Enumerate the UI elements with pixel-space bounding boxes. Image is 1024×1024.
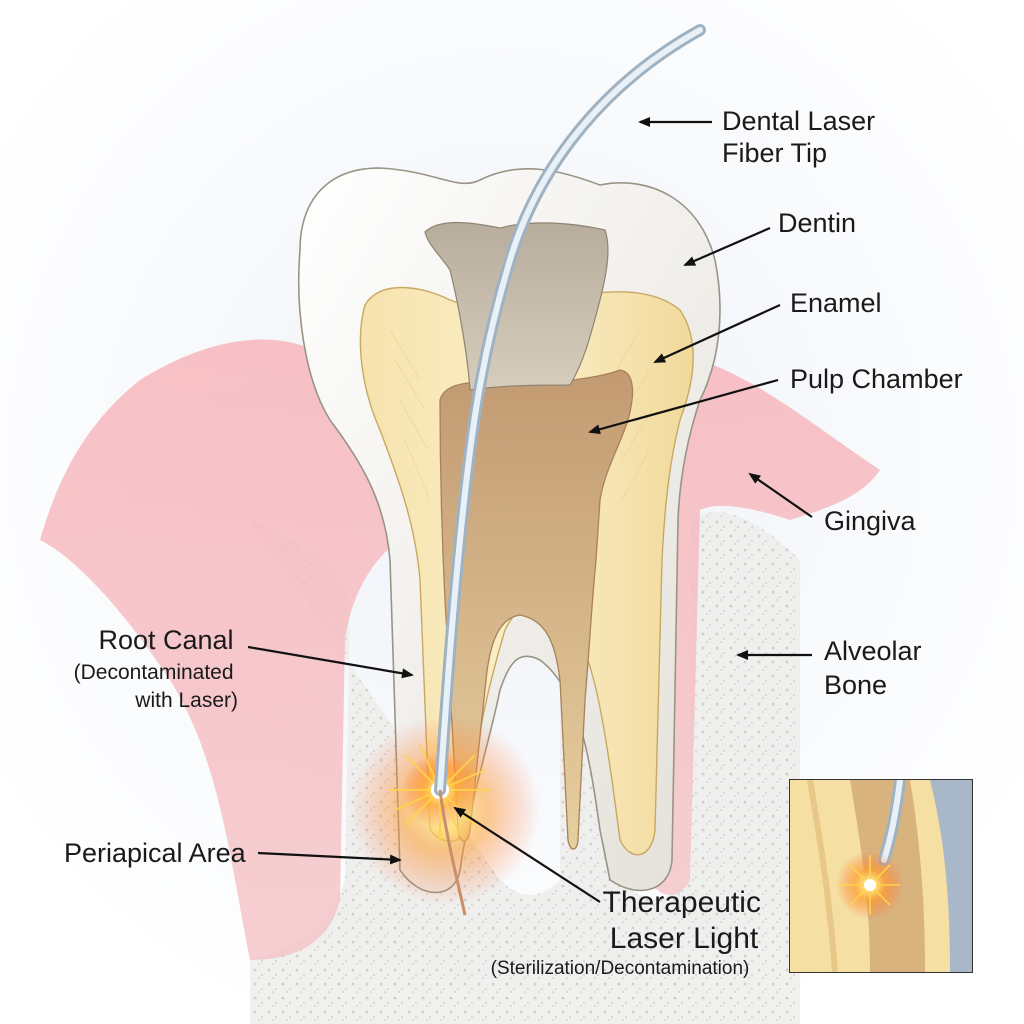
arrow-periapical: [257, 851, 402, 865]
label-enamel: Enamel: [790, 288, 882, 318]
laser-fiber-apex: [438, 789, 467, 916]
arrows: [247, 117, 813, 903]
gingiva-shape: [40, 339, 400, 960]
arrow-root-canal: [247, 645, 414, 679]
alveolar-bone-shape: [250, 512, 800, 1024]
label-laser-light-note: (Sterilization/Decontamination): [491, 958, 750, 979]
label-root-canal: Root Canal (Decontaminated with Laser): [74, 625, 238, 712]
label-pulp-chamber: Pulp Chamber: [790, 364, 963, 394]
label-periapical-area: Periapical Area: [64, 838, 247, 868]
arrow-gingiva: [748, 472, 813, 518]
inset-detail: [789, 779, 973, 973]
laser-fiber-core: [437, 27, 703, 793]
label-laser-light: Therapeutic Laser Light: [603, 886, 766, 955]
access-cavity: [424, 221, 609, 391]
arrow-pulp-chamber: [588, 378, 779, 435]
label-gingiva: Gingiva: [824, 506, 917, 536]
label-dentin: Dentin: [778, 208, 856, 238]
arrow-dentin: [683, 226, 771, 267]
label-fiber-tip: Dental Laser Fiber Tip: [722, 106, 883, 168]
label-alveolar-bone: Alveolar Bone: [824, 636, 929, 700]
gingiva-shape-right: [650, 360, 880, 895]
arrow-laser-light: [453, 806, 601, 903]
arrow-enamel: [653, 303, 781, 364]
